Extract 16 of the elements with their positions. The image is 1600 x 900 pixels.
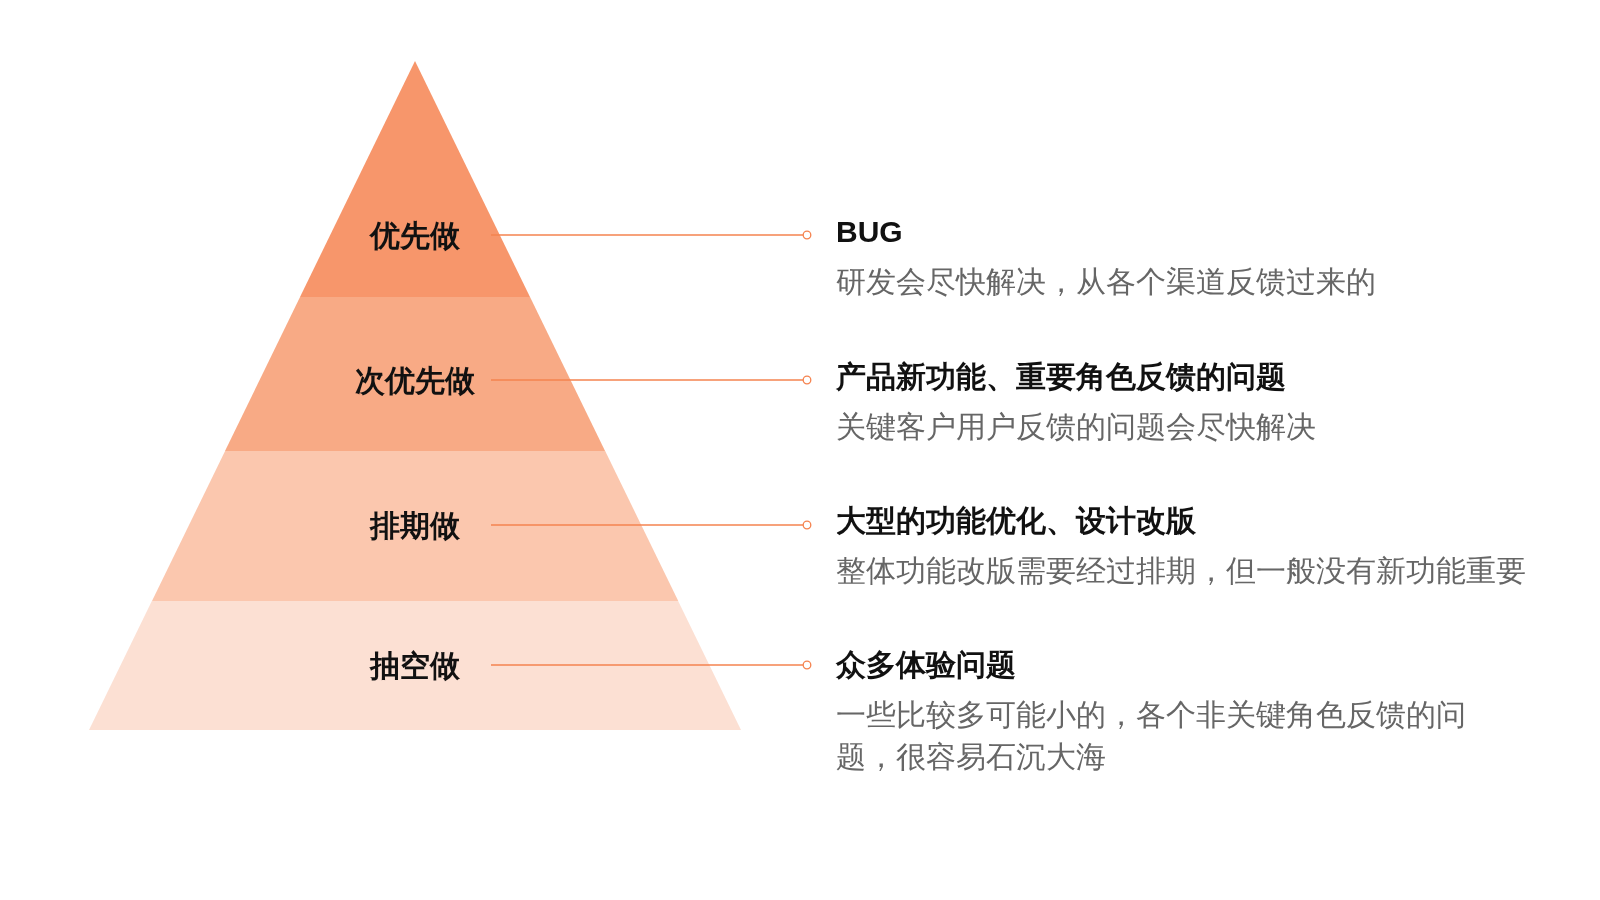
- callout-heading: BUG: [836, 214, 903, 250]
- callout-heading: 大型的功能优化、设计改版: [836, 503, 1196, 539]
- leader-line: [490, 230, 812, 240]
- callout-text: 一些比较多可能小的，各个非关键角色反馈的问题，很容易石沉大海: [836, 697, 1467, 775]
- callout-heading: 产品新功能、重要角色反馈的问题: [836, 359, 1286, 395]
- tier-label: 抽空做: [370, 648, 460, 684]
- tier-label: 次优先做: [355, 363, 475, 399]
- callout-text: 研发会尽快解决，从各个渠道反馈过来的: [836, 264, 1376, 300]
- callout-heading: 众多体验问题: [836, 647, 1016, 683]
- leader-line: [490, 375, 812, 385]
- leader-line: [490, 520, 812, 530]
- callout-text: 整体功能改版需要经过排期，但一般没有新功能重要: [836, 553, 1526, 589]
- tier-label: 排期做: [370, 508, 460, 544]
- tier-label: 优先做: [370, 218, 460, 254]
- callout-text: 关键客户用户反馈的问题会尽快解决: [836, 409, 1316, 445]
- leader-line: [490, 660, 812, 670]
